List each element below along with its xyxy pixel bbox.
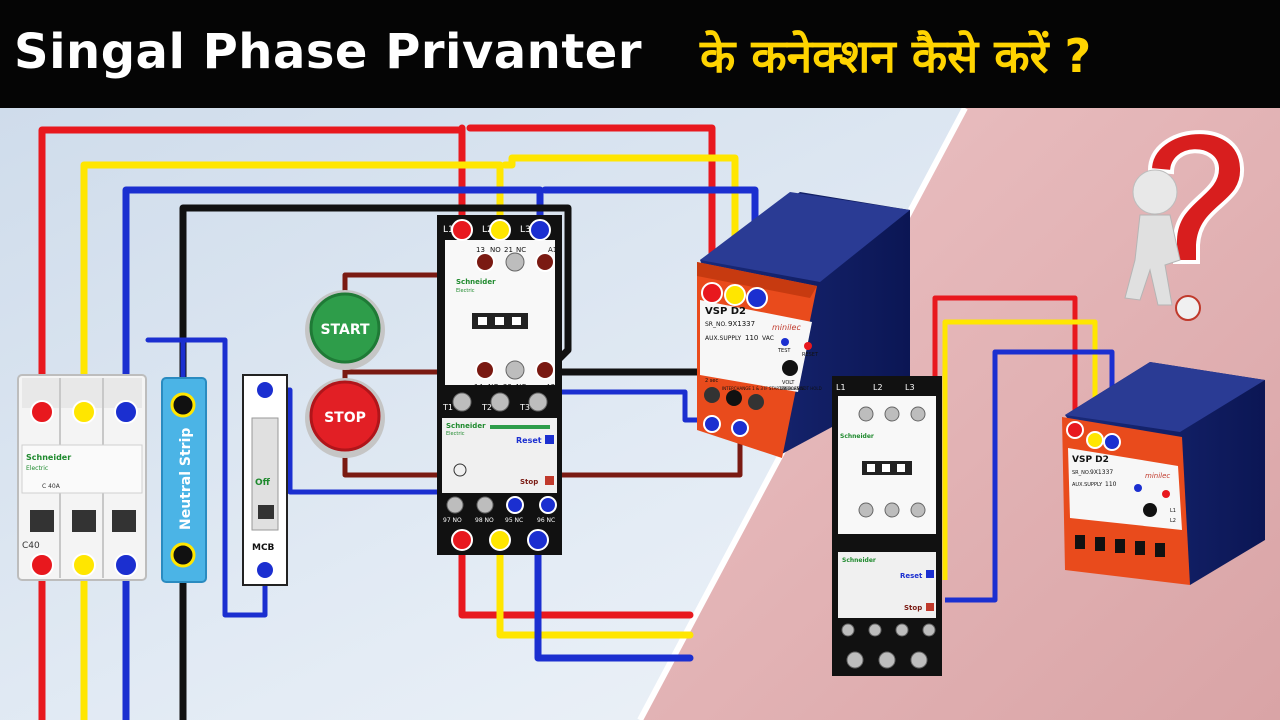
contactor-small: L1 L2 L3 Schneider Schneider Reset Stop [832,376,942,676]
overload-reset: Reset [516,436,542,445]
overload-96: 96 NC [537,517,555,524]
vsp-brand: minilec [772,323,801,332]
vsp-aux-value: 110 [745,334,758,342]
small-vsp-brand: minilec [1145,472,1170,480]
small-vsp-aux-label: AUX.SUPPLY [1072,482,1103,488]
small-vsp-l1: L1 [1170,508,1176,514]
neutral-strip-label: Neutral Strip [178,428,194,530]
wire-yellow-vsp [501,154,739,294]
switch-label: MCB [252,543,275,553]
mcb-rating: C 40A [42,483,61,490]
wiring-diagram: Schneider Electric C 40A C40 Neutral Str… [0,108,1280,720]
contactor-aux-a1: A1 [548,246,557,254]
contactor-aux-no: NO [490,246,501,254]
wire-yellow-motor [496,536,694,639]
small-l3: L3 [905,383,915,392]
contactor-l3: L3 [520,225,531,235]
small-vsp-model: VSP D2 [1072,455,1109,465]
vsp-model: VSP D2 [705,306,746,317]
overload-brand-sub: Electric [446,431,465,437]
overload-relay: Schneider Electric Reset Stop 97 NO 98 N… [437,415,562,555]
contactor-aux-no2: NO [488,383,499,391]
mcb-brand: Schneider [26,453,71,462]
switch-state: Off [255,478,271,488]
wire-yellow-supply [80,161,504,416]
mcb-brand-sub: Electric [26,465,48,472]
vsp-reset: RESET [802,352,819,358]
contactor-brand-sub: Electric [456,288,475,294]
mcb-model: C40 [22,541,40,551]
title-bar: Singal Phase Privanter के कनेक्शन कैसे क… [0,0,1280,108]
wire-red-motor [458,536,694,619]
small-overload-stop: Stop [904,604,922,612]
contactor-aux-nc2: NC [516,383,526,391]
small-l2: L2 [873,383,883,392]
contactor-aux-21: 21 [504,246,513,254]
contactor-l1: L1 [443,225,454,235]
vsp-serial: 9X1337 [728,320,755,328]
stop-label: STOP [324,410,366,426]
contactor-l2: L2 [482,225,493,235]
question-mark-icon [1147,130,1245,264]
contactor-t1: T1 [442,403,453,412]
overload-stop: Stop [520,478,538,486]
vsp-note: INTERCHANGE 1 & 3 IF STARTER DOES NOT HO… [722,386,822,391]
small-vsp-l2: L2 [1170,518,1176,524]
mcb-terminals [30,400,138,577]
vsp-relay: VSP D2 SR_NO. 9X1337 minilec AUX.SUPPLY … [697,192,910,458]
vsp-serial-label: SR_NO. [705,321,727,328]
vsp-aux-unit: VAC [762,335,774,342]
small-vsp-serial: 9X1337 [1090,469,1113,476]
title-english: Singal Phase Privanter [14,24,643,80]
overload-95: 95 NC [505,517,523,524]
contactor-brand: Schneider [456,278,496,286]
control-mcb-switch: Off MCB [242,374,288,586]
start-button: START [305,290,385,370]
stop-button: STOP [305,378,385,458]
title-hindi: के कनेक्शन कैसे करें ? [700,29,1092,83]
small-vsp-aux-value: 110 [1105,481,1117,488]
vsp-volt: VOLT [782,380,795,386]
overload-brand: Schneider [446,422,486,430]
contactor: L1 L2 L3 13 NO 21 NC A1 Schneider Electr… [437,215,562,415]
small-overload-brand: Schneider [842,557,876,564]
contactor-aux-22: 22 [503,383,512,391]
wire-red-vsp [458,124,716,294]
overload-97: 97 NO [443,517,462,524]
small-contactor-brand: Schneider [840,433,874,440]
contactor-line-terminals [451,219,551,241]
vsp-aux-label: AUX.SUPPLY [705,335,741,342]
thinking-figure-icon [1124,169,1201,321]
start-label: START [320,322,370,338]
contactor-aux-nc: NC [516,246,526,254]
vsp-unbalance: UNBALANCE [780,386,805,391]
contactor-t2: T2 [481,403,492,412]
small-overload-reset: Reset [900,572,923,580]
vsp-test: TEST [777,348,791,354]
contactor-aux-14: 14 [474,383,483,391]
vsp-relay-small: VSP D2 SR_NO. 9X1337 minilec AUX.SUPPLY … [1062,362,1265,585]
contactor-aux-13: 13 [476,246,485,254]
overload-98: 98 NO [475,517,494,524]
vsp-sec: 2 sec [705,378,718,384]
small-l1: L1 [836,383,846,392]
small-vsp-serial-label: SR_NO. [1072,470,1091,476]
contactor-aux-a2: A2 [546,383,555,391]
mcb-breaker: Schneider Electric C 40A C40 [17,374,147,581]
wire-blue-motor [534,536,694,662]
neutral-strip: Neutral Strip [161,377,207,583]
contactor-t3: T3 [519,403,530,412]
